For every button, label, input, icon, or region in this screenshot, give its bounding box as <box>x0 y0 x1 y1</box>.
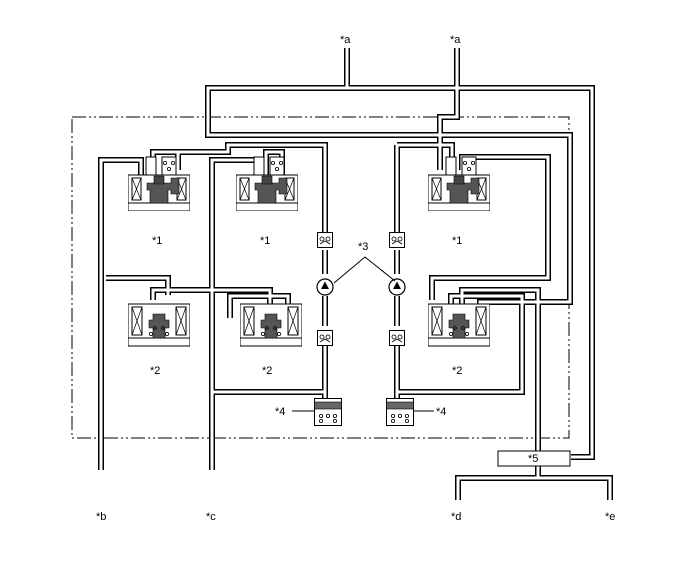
pipe-line <box>397 294 524 394</box>
check-valve <box>389 232 405 248</box>
label-valve2-right: *2 <box>452 365 462 377</box>
label-e: *e <box>605 511 615 523</box>
pump-leader-line <box>333 256 396 284</box>
hydraulic-lines <box>98 48 613 500</box>
pipe-line <box>397 142 455 170</box>
pipe-line-inner <box>99 48 612 500</box>
pipe-line <box>397 143 454 170</box>
label-valve2-mid: *2 <box>262 365 272 377</box>
pipe-line <box>178 143 327 232</box>
outlet-valve-2-right <box>428 303 490 347</box>
label-valve1-mid: *1 <box>260 235 270 247</box>
reservoir-right <box>386 398 414 426</box>
pump-icon <box>388 278 406 296</box>
check-valve <box>317 330 333 346</box>
reservoir-left <box>314 398 342 426</box>
check-valve <box>317 232 333 248</box>
outlet-valve-2-mid <box>240 303 302 347</box>
pipe-line <box>208 86 594 459</box>
pipe-line <box>455 465 541 500</box>
label-a-left: *a <box>340 34 351 46</box>
label-d: *d <box>451 511 461 523</box>
pipe-line <box>538 476 612 500</box>
pipe-line <box>538 475 613 500</box>
label-pump: *3 <box>358 241 368 253</box>
label-a-right: *a <box>450 34 461 46</box>
label-b: *b <box>96 511 106 523</box>
label-valve1-left: *1 <box>152 235 162 247</box>
label-master: *5 <box>528 453 538 465</box>
pump-icon <box>316 278 334 296</box>
label-valve2-left: *2 <box>150 365 160 377</box>
pipe-line <box>99 158 143 470</box>
pipe-line <box>456 465 540 500</box>
check-valve <box>389 330 405 346</box>
label-reservoir-left: *4 <box>275 406 285 418</box>
master-cylinder <box>497 450 571 467</box>
label-c: *c <box>206 511 216 523</box>
outlet-valve-2-left <box>128 303 190 347</box>
label-valve1-right: *1 <box>452 235 462 247</box>
label-reservoir-right: *4 <box>436 406 446 418</box>
